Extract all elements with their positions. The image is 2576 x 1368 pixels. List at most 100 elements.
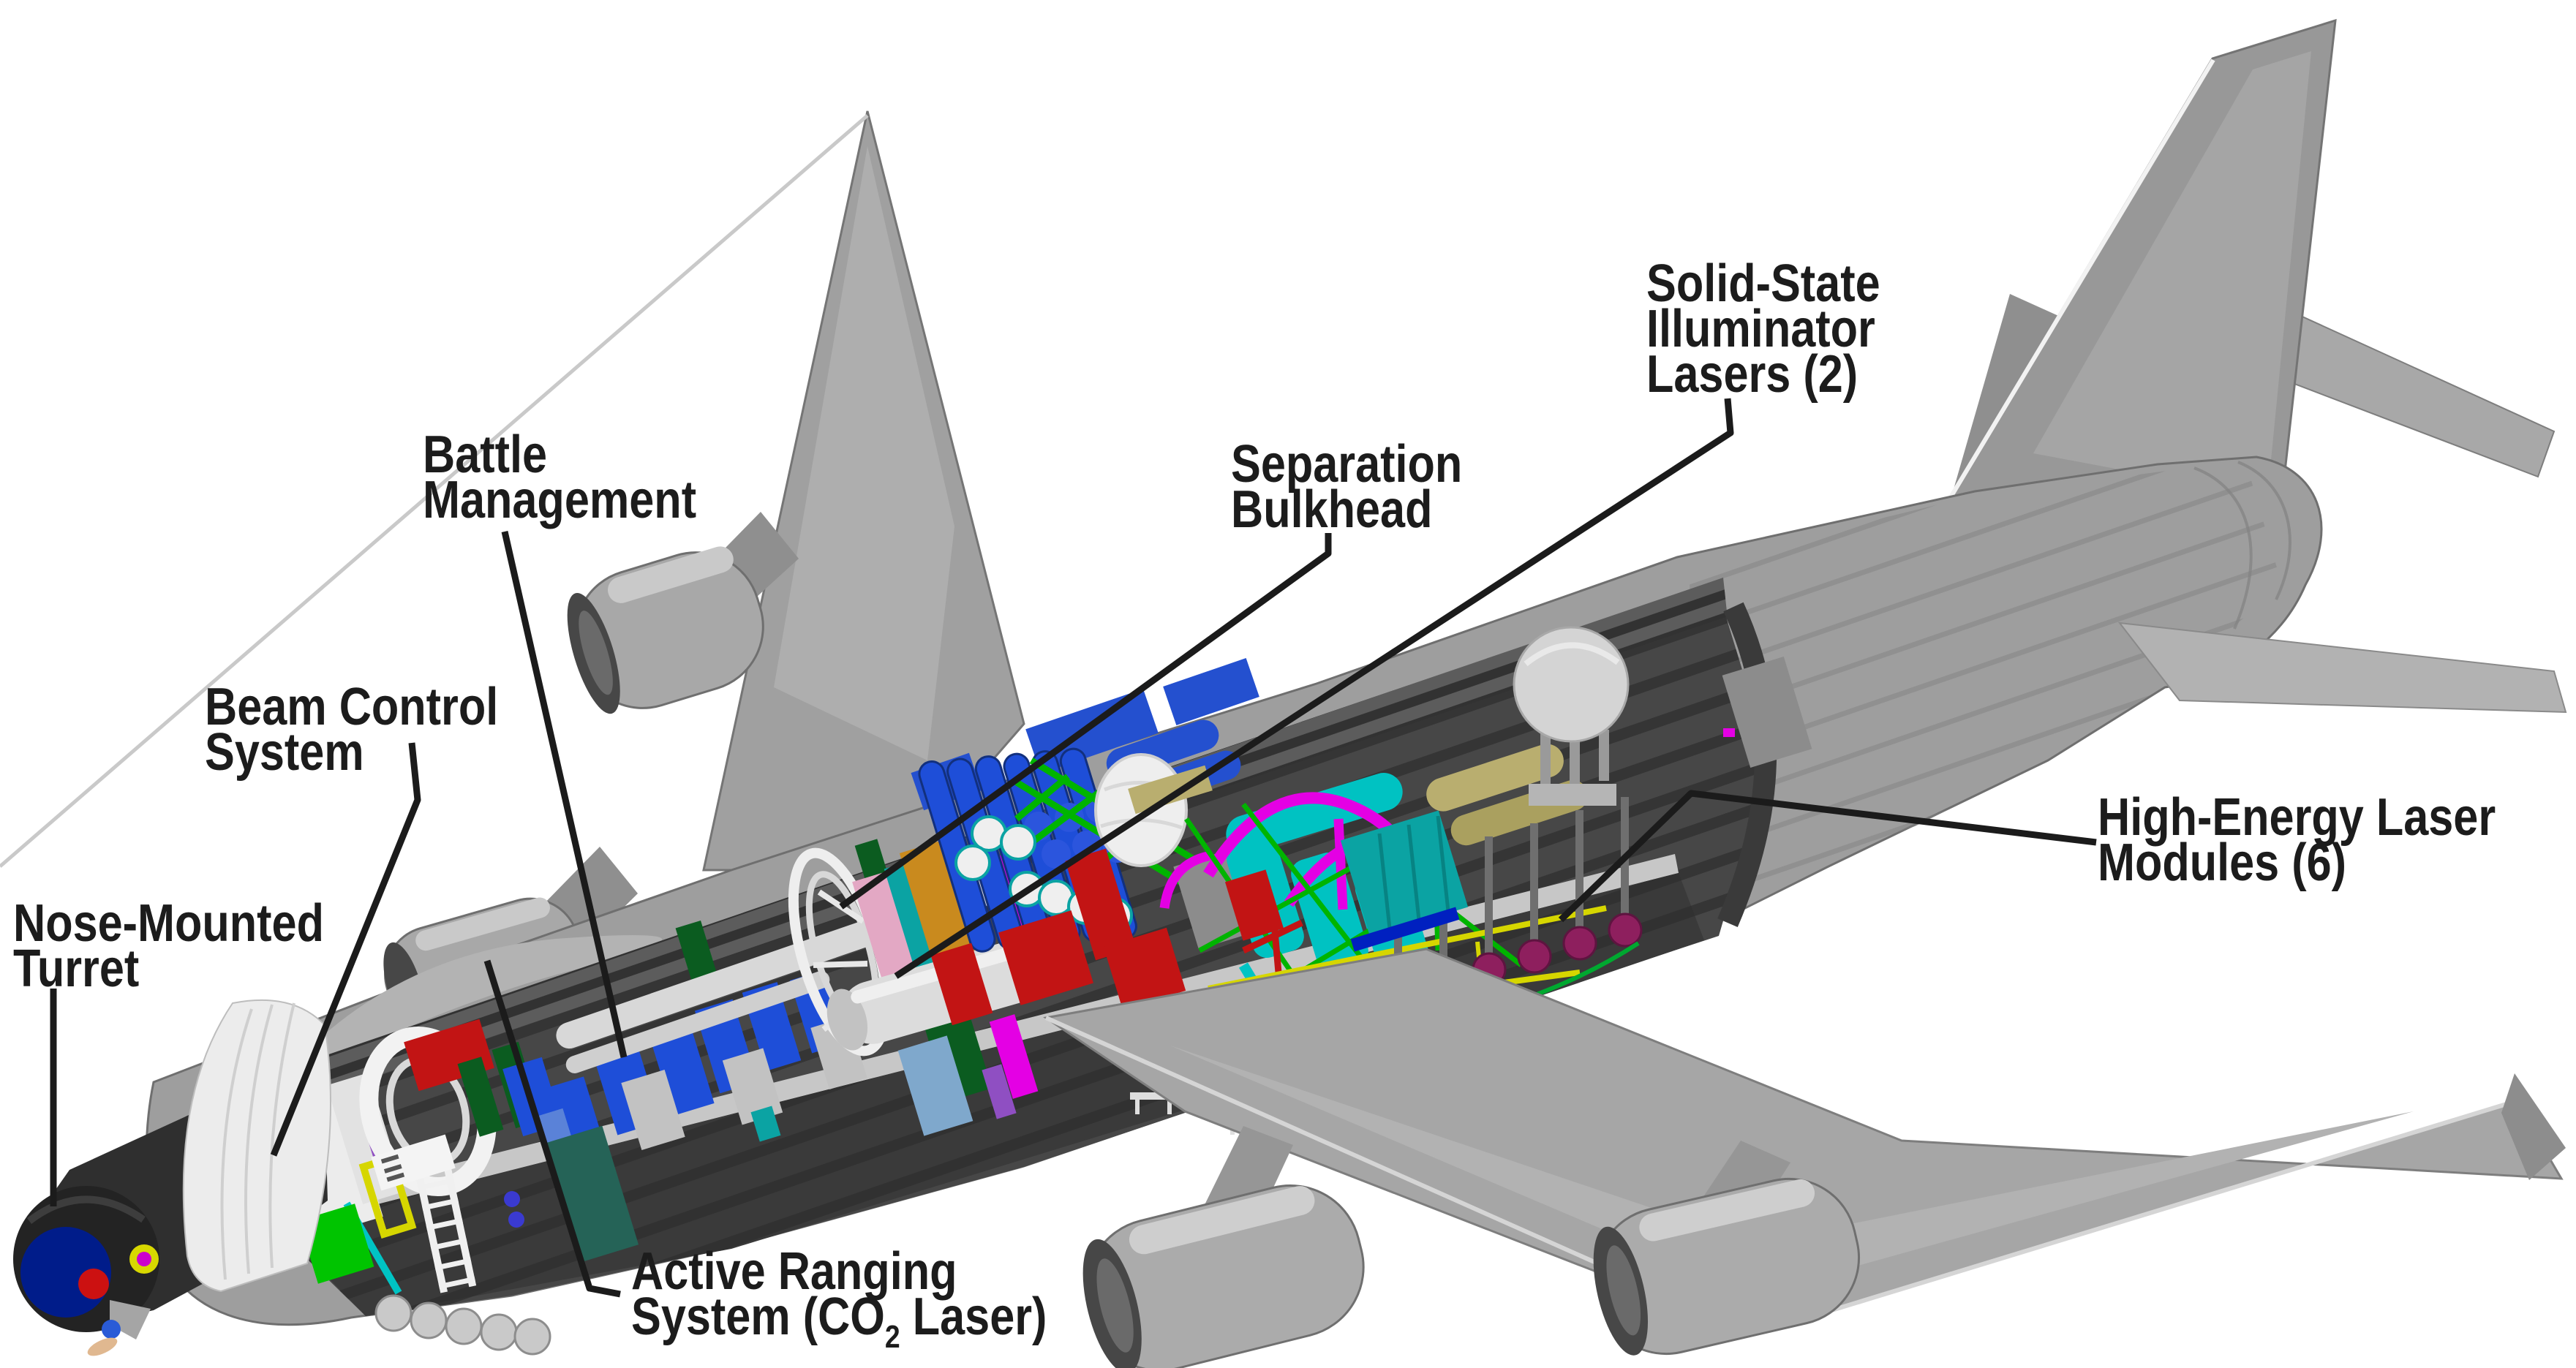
right-wing-leading-edge: [0, 114, 869, 868]
label-text: Laser): [900, 1288, 1047, 1346]
engine-fan: [1096, 1258, 1134, 1353]
drum: [1517, 939, 1552, 974]
label-active-ranging-system: Active Ranging System (CO2 Laser): [631, 1242, 1047, 1355]
magenta-fitting: [1723, 728, 1735, 737]
teal-cabinet-large: [1340, 810, 1469, 952]
cabinet: [998, 910, 1093, 1005]
truss-member: [1198, 860, 1362, 953]
label-text: System (CO: [631, 1288, 885, 1346]
label-nose-mounted-turret: Nose-Mounted Turret: [13, 897, 324, 998]
turret-ball-highlight: [26, 1195, 146, 1224]
engine-highlight: [415, 897, 550, 951]
khaki-tube: [1426, 744, 1564, 812]
hel-module-bay: [1128, 728, 1735, 1157]
label-solid-state-illuminator-lasers: Solid-State Illuminator Lasers (2): [1646, 254, 1880, 401]
label-subscript: 2: [884, 1319, 900, 1355]
drum: [1562, 926, 1597, 961]
right-wing: [0, 110, 1025, 872]
blue-beam: [1350, 907, 1460, 952]
cabinet: [1103, 927, 1186, 1010]
truss-member: [1014, 774, 1070, 822]
tank: [1000, 824, 1036, 861]
nose-turret-assembly: [13, 999, 331, 1356]
turret-red-port: [78, 1269, 109, 1299]
tail-group: [1935, 18, 2556, 557]
leader-lines: [50, 398, 2097, 1298]
label-line: Solid-State: [1646, 254, 1880, 313]
dome: [1042, 839, 1071, 869]
label-line: Management: [423, 471, 697, 529]
radome-panel-lines: [220, 1002, 295, 1280]
gray-consoles: [621, 1016, 867, 1150]
ladder-rungs: [417, 1177, 476, 1290]
ladder-rail: [415, 1174, 448, 1293]
steel-blue-cabinet: [897, 1035, 973, 1136]
tank-sphere: [374, 1294, 413, 1332]
pipe: [1159, 850, 1213, 909]
cabinet-seams: [1377, 815, 1450, 929]
engine-fan: [579, 611, 613, 695]
stanchion: [1575, 810, 1583, 945]
blue-sphere: [504, 1191, 520, 1207]
label-line: Modules (6): [2098, 834, 2347, 892]
pipe: [1333, 818, 1348, 910]
leader-battle-management: [501, 531, 628, 1058]
dome-base-fittings: [1529, 784, 1616, 806]
probe-tan: [87, 1337, 118, 1356]
red-piping: [1242, 919, 1303, 973]
tube-end-cap: [826, 989, 868, 1051]
cabinet: [1065, 848, 1137, 961]
cabinet: [930, 942, 993, 1026]
tank: [1226, 773, 1403, 853]
label-line: Active Ranging: [631, 1242, 957, 1301]
aft-fuselage-rings: [1690, 461, 2282, 940]
leader-beam-control: [270, 742, 421, 1157]
fin-leading-edge-highlight: [1937, 58, 2215, 517]
aft-gray-box: [1722, 657, 1812, 768]
conduit-tube: [565, 971, 830, 1073]
tank-sphere: [480, 1313, 518, 1351]
red-unit: [1224, 869, 1284, 941]
magenta-panel: [989, 1014, 1039, 1099]
drum: [1608, 912, 1643, 948]
label-high-energy-laser-modules: High-Energy Laser Modules (6): [2098, 788, 2496, 892]
label-separation-bulkhead: Separation Bulkhead: [1231, 438, 1462, 539]
dark-teal-cabinet: [544, 1125, 639, 1263]
aperture-core: [137, 1252, 151, 1266]
dome-highlight: [1524, 642, 1620, 667]
red-cabinets: [930, 848, 1186, 1026]
cabinet: [1340, 810, 1469, 937]
left-winglet: [2501, 1073, 2566, 1180]
blue-panel: [1163, 657, 1259, 726]
left-outboard-engine: [1593, 1177, 1861, 1356]
leader-active-ranging: [483, 959, 621, 1298]
label-line: System: [205, 723, 364, 782]
label-line: Turret: [13, 940, 140, 998]
label-line: Illuminator: [1646, 300, 1875, 358]
panel: [457, 1057, 504, 1137]
left-inboard-engine: [1082, 1184, 1365, 1368]
dome-leg: [1570, 737, 1580, 793]
label-battle-management: Battle Management: [423, 426, 697, 529]
right-outboard-engine: [567, 546, 764, 714]
right-wing-facet: [774, 146, 954, 760]
label-line: Bulkhead: [1231, 480, 1433, 539]
left-wing-engines: [1082, 1126, 1861, 1368]
console: [621, 1070, 685, 1150]
console: [722, 1048, 783, 1125]
blue-sphere: [508, 1212, 524, 1228]
tank: [954, 844, 991, 881]
violet-cabinet: [982, 1064, 1017, 1119]
tank-sphere: [513, 1318, 551, 1356]
label-line: Battle: [423, 426, 548, 484]
upper-deck-hump: [307, 935, 662, 1069]
label-line: System (CO2 Laser): [631, 1290, 1047, 1355]
khaki-tube: [1128, 765, 1213, 815]
stanchion: [1621, 797, 1629, 932]
dome-leg: [1599, 730, 1609, 781]
probe-blue-tip: [102, 1320, 121, 1339]
upper-deck-interior: [371, 1134, 456, 1191]
label-line: High-Energy Laser: [2098, 788, 2496, 847]
tank-sphere: [410, 1301, 448, 1339]
